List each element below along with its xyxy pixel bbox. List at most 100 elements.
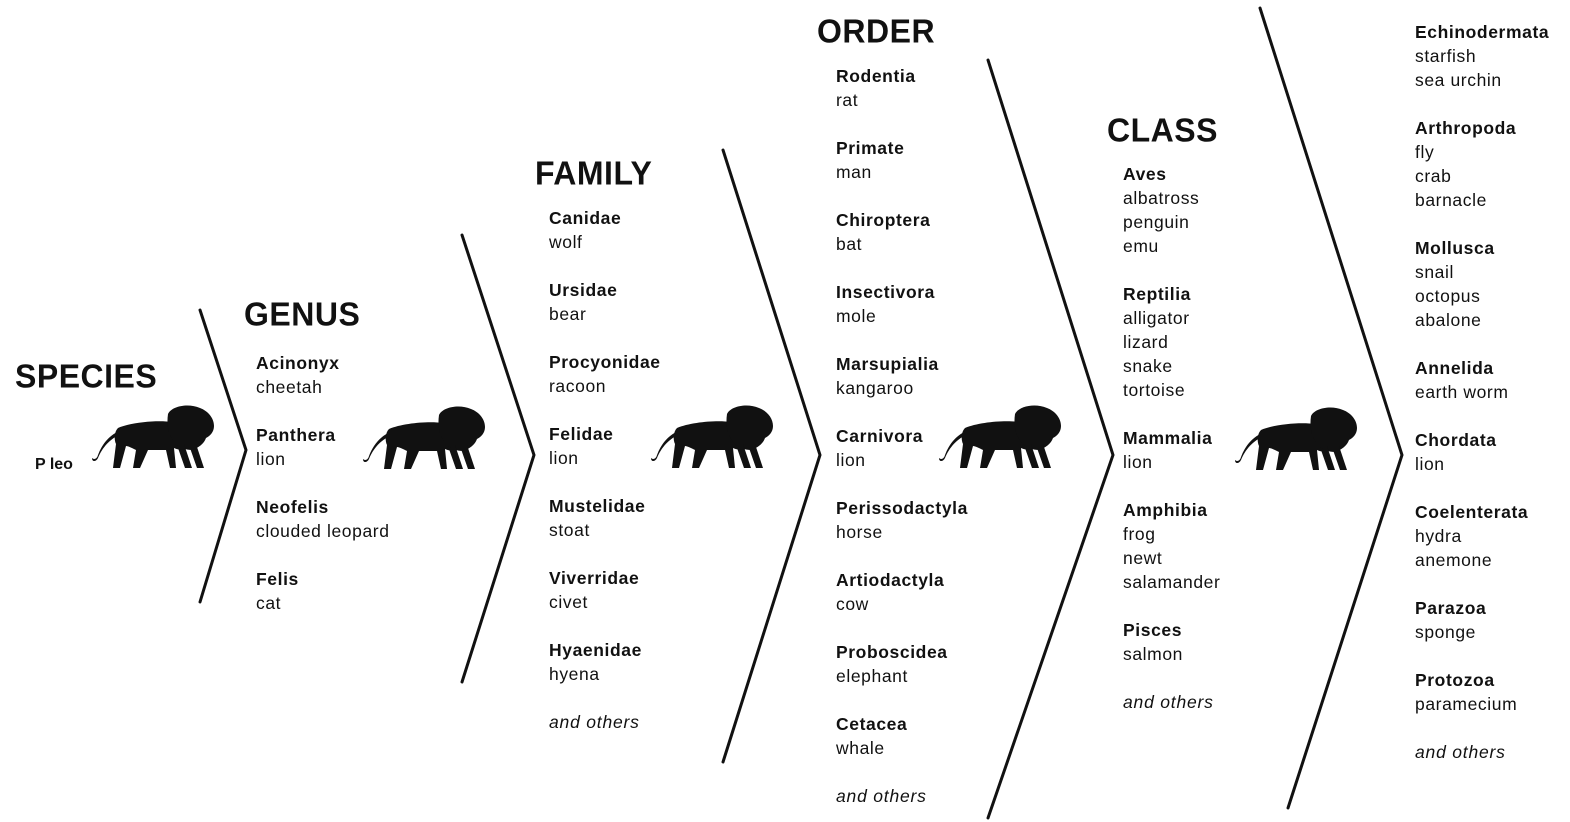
phylum-example: octopus bbox=[1415, 286, 1481, 306]
genus-group-name: Neofelis bbox=[256, 497, 329, 517]
order-example: bat bbox=[836, 234, 863, 254]
class-and-others: and others bbox=[1123, 692, 1214, 712]
family-group-name: Canidae bbox=[549, 208, 622, 228]
genus-heading: GENUS bbox=[244, 295, 361, 333]
order-group-name: Carnivora bbox=[836, 426, 924, 446]
family-group: Canidae wolf bbox=[549, 206, 661, 254]
class-group: Mammalia lion bbox=[1123, 426, 1220, 474]
phylum-group-name: Mollusca bbox=[1415, 238, 1495, 258]
genus-group-name: Felis bbox=[256, 569, 299, 589]
family-example: stoat bbox=[549, 520, 590, 540]
order-example: cow bbox=[836, 594, 869, 614]
family-heading: FAMILY bbox=[535, 154, 653, 192]
chevron-order-class bbox=[986, 58, 1115, 820]
order-group-name: Marsupialia bbox=[836, 354, 939, 374]
order-group-name: Perissodactyla bbox=[836, 498, 968, 518]
lion-silhouette-icon bbox=[1235, 407, 1357, 470]
order-group-name: Cetacea bbox=[836, 714, 908, 734]
genus-group: Felis cat bbox=[256, 567, 390, 615]
order-group: Artiodactyla cow bbox=[836, 568, 968, 616]
phylum-group: Protozoa paramecium bbox=[1415, 668, 1549, 716]
phylum-group-name: Echinodermata bbox=[1415, 22, 1550, 42]
order-group: Marsupialia kangaroo bbox=[836, 352, 968, 400]
class-example: newt bbox=[1123, 548, 1163, 568]
family-group: Hyaenidae hyena bbox=[549, 638, 661, 686]
class-example: alligator bbox=[1123, 308, 1190, 328]
genus-example: clouded leopard bbox=[256, 521, 390, 541]
family-group-name: Procyonidae bbox=[549, 352, 661, 372]
class-example: frog bbox=[1123, 524, 1156, 544]
class-heading: CLASS bbox=[1107, 111, 1218, 149]
phylum-example: sea urchin bbox=[1415, 70, 1502, 90]
family-group: Ursidae bear bbox=[549, 278, 661, 326]
genus-group-name: Panthera bbox=[256, 425, 336, 445]
class-example: lizard bbox=[1123, 332, 1169, 352]
order-group-name: Proboscidea bbox=[836, 642, 948, 662]
phylum-example: hydra bbox=[1415, 526, 1462, 546]
phylum-group-name: Protozoa bbox=[1415, 670, 1495, 690]
family-and-others: and others bbox=[549, 712, 640, 732]
lion-silhouette-icon bbox=[92, 405, 214, 468]
phylum-group-name: Annelida bbox=[1415, 358, 1494, 378]
species-label: P leo bbox=[35, 456, 73, 473]
order-group: Proboscidea elephant bbox=[836, 640, 968, 688]
family-example: hyena bbox=[549, 664, 600, 684]
order-example: rat bbox=[836, 90, 859, 110]
phylum-example: lion bbox=[1415, 454, 1445, 474]
family-group-name: Hyaenidae bbox=[549, 640, 642, 660]
order-example: elephant bbox=[836, 666, 908, 686]
order-example: mole bbox=[836, 306, 877, 326]
family-group-name: Ursidae bbox=[549, 280, 618, 300]
class-group-name: Mammalia bbox=[1123, 428, 1213, 448]
phylum-example: paramecium bbox=[1415, 694, 1518, 714]
order-group-name: Chiroptera bbox=[836, 210, 931, 230]
order-group: Carnivora lion bbox=[836, 424, 968, 472]
order-example: kangaroo bbox=[836, 378, 914, 398]
class-group-name: Reptilia bbox=[1123, 284, 1192, 304]
family-example: wolf bbox=[549, 232, 583, 252]
class-example: lion bbox=[1123, 452, 1153, 472]
class-example: penguin bbox=[1123, 212, 1190, 232]
phylum-example: abalone bbox=[1415, 310, 1482, 330]
family-group-name: Felidae bbox=[549, 424, 614, 444]
order-group: Chiroptera bat bbox=[836, 208, 968, 256]
class-example: salamander bbox=[1123, 572, 1221, 592]
order-group-name: Rodentia bbox=[836, 66, 916, 86]
order-example: lion bbox=[836, 450, 866, 470]
genus-example: lion bbox=[256, 449, 286, 469]
phylum-example: starfish bbox=[1415, 46, 1477, 66]
class-example: snake bbox=[1123, 356, 1173, 376]
order-group-name: Artiodactyla bbox=[836, 570, 945, 590]
phylum-example: crab bbox=[1415, 166, 1452, 186]
phylum-group-name: Arthropoda bbox=[1415, 118, 1517, 138]
order-example: man bbox=[836, 162, 872, 182]
class-example: albatross bbox=[1123, 188, 1200, 208]
chevron-family-order bbox=[721, 148, 822, 764]
genus-group: Panthera lion bbox=[256, 423, 390, 471]
order-group: Perissodactyla horse bbox=[836, 496, 968, 544]
family-example: bear bbox=[549, 304, 587, 324]
genus-example: cat bbox=[256, 593, 282, 613]
order-example: horse bbox=[836, 522, 883, 542]
phylum-example: fly bbox=[1415, 142, 1435, 162]
phylum-group: Echinodermata starfish sea urchin bbox=[1415, 20, 1549, 92]
order-and-others: and others bbox=[836, 786, 927, 806]
order-group-name: Insectivora bbox=[836, 282, 936, 302]
